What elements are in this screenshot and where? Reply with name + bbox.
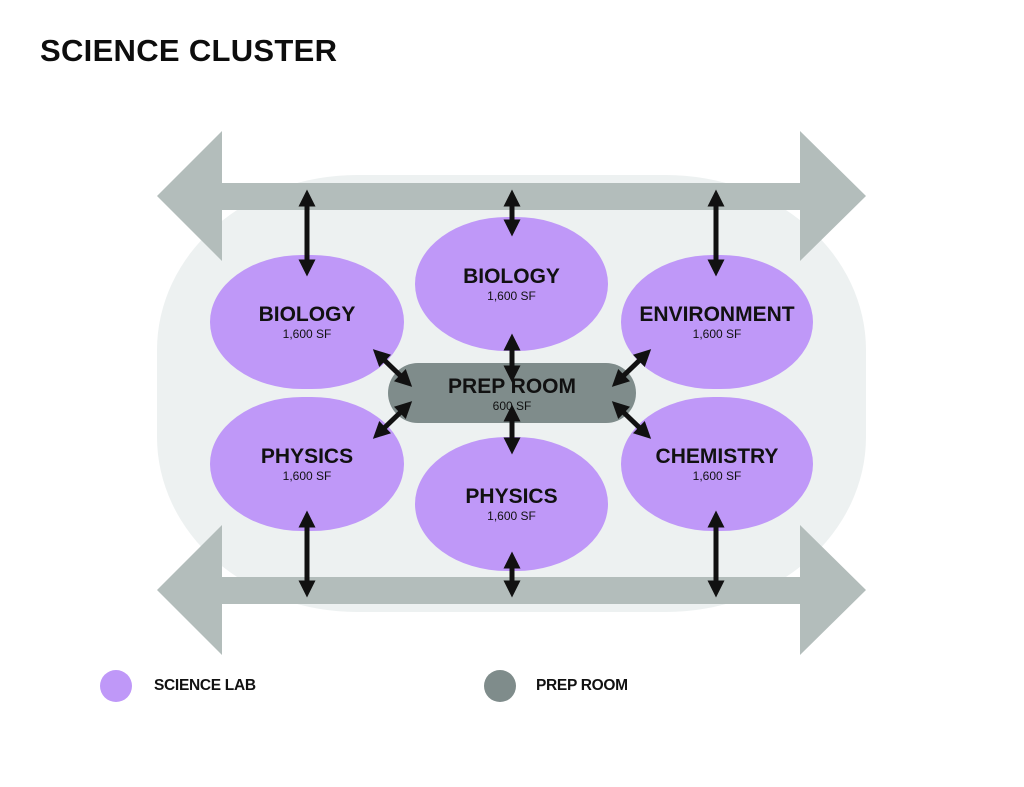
lab-area: 1,600 SF [487, 509, 536, 523]
lab-shape [415, 217, 608, 351]
prep-room-swatch [484, 670, 516, 702]
lab-shape [415, 437, 608, 571]
connector-arrow-prep-room-to-physics-left [372, 401, 413, 439]
prep-room-area: 600 SF [493, 399, 532, 413]
legend-label: SCIENCE LAB [154, 677, 256, 694]
lab-name: BIOLOGY [463, 265, 560, 288]
lab-name: PHYSICS [465, 485, 557, 508]
lab-area: 1,600 SF [693, 469, 742, 483]
lab-name: BIOLOGY [259, 303, 356, 326]
lab-area: 1,600 SF [283, 469, 332, 483]
lab-name: ENVIRONMENT [639, 303, 794, 326]
prep-room-name: PREP ROOM [448, 375, 576, 398]
connector-arrow-prep-room-to-environment [611, 349, 652, 387]
legend-label: PREP ROOM [536, 677, 628, 694]
connector-arrow-prep-room-to-chemistry [611, 401, 652, 439]
lab-shape [210, 255, 404, 389]
lab-area: 1,600 SF [487, 289, 536, 303]
science-lab-swatch [100, 670, 132, 702]
lab-shape [210, 397, 404, 531]
legend-item-prep-room: PREP ROOM [484, 670, 628, 702]
lab-shape [621, 255, 813, 389]
diagram-title: SCIENCE CLUSTER [40, 33, 338, 68]
lab-area: 1,600 SF [283, 327, 332, 341]
legend-item-science-lab: SCIENCE LAB [100, 670, 256, 702]
lab-area: 1,600 SF [693, 327, 742, 341]
lab-name: PHYSICS [261, 445, 353, 468]
lab-name: CHEMISTRY [656, 445, 779, 468]
lab-shape [621, 397, 813, 531]
connector-arrow-prep-room-to-biology-left [372, 349, 413, 387]
prep-room: PREP ROOM 600 SF [388, 363, 636, 423]
